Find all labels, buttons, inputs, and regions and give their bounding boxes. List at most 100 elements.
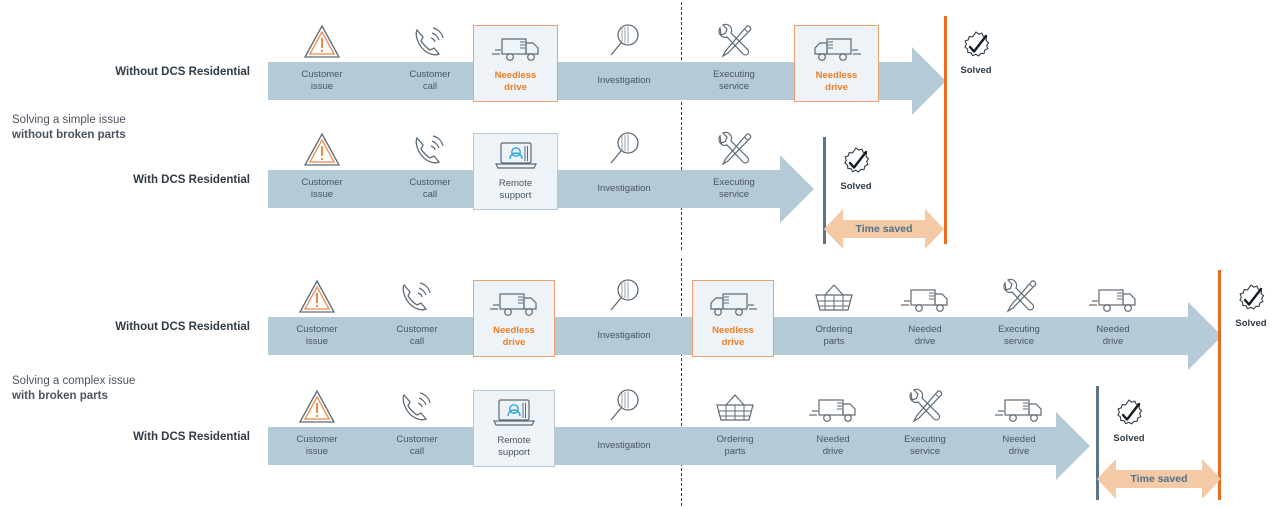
row-label-with-dcs-simple: With DCS Residential bbox=[133, 174, 250, 186]
step-customer-call[interactable]: Customer call bbox=[368, 392, 466, 465]
step-customer-issue[interactable]: Customer issue bbox=[268, 24, 376, 100]
group-caption-simple: Solving a simple issue without broken pa… bbox=[12, 113, 162, 143]
end-line-orange-row1 bbox=[944, 16, 947, 244]
group-caption-line1: Solving a complex issue bbox=[12, 375, 136, 387]
wrench-screwdriver-icon bbox=[972, 269, 1066, 315]
end-line-slate-row4 bbox=[1096, 386, 1099, 500]
time-saved-indicator-row4: Time saved bbox=[1097, 459, 1221, 499]
laptop-remote-support-icon bbox=[474, 138, 557, 172]
step-investigation[interactable]: Investigation bbox=[570, 24, 678, 100]
step-label: Executing service bbox=[998, 324, 1040, 347]
magnifier-icon bbox=[570, 379, 678, 425]
truck-left-icon bbox=[474, 30, 557, 64]
solved-marker-row1: Solved bbox=[946, 30, 1006, 76]
step-label: Customer issue bbox=[296, 434, 338, 457]
group-caption-line2: without broken parts bbox=[12, 129, 126, 141]
step-customer-call[interactable]: Customer call bbox=[376, 135, 484, 208]
step-needless-drive-1[interactable]: Needless drive bbox=[473, 25, 558, 102]
solved-marker-row2: Solved bbox=[826, 146, 886, 192]
step-customer-issue[interactable]: Customer issue bbox=[268, 132, 376, 208]
truck-left-icon bbox=[974, 379, 1064, 425]
step-needed-drive-1[interactable]: Needed drive bbox=[788, 399, 878, 465]
step-remote-support-1[interactable]: Remote support bbox=[473, 133, 558, 210]
step-label: Needless drive bbox=[712, 325, 754, 348]
step-investigation[interactable]: Investigation bbox=[570, 132, 678, 208]
step-label: Executing service bbox=[713, 177, 755, 200]
time-saved-arrow-left-icon bbox=[1097, 459, 1116, 499]
step-needed-drive-2[interactable]: Needed drive bbox=[1068, 289, 1158, 355]
row-label-without-dcs-complex: Without DCS Residential bbox=[115, 321, 250, 333]
step-customer-issue[interactable]: Customer issue bbox=[268, 279, 366, 355]
group-caption-complex: Solving a complex issue with broken part… bbox=[12, 374, 162, 404]
step-label: Needed drive bbox=[816, 434, 850, 457]
step-customer-issue[interactable]: Customer issue bbox=[268, 389, 366, 465]
step-executing-service[interactable]: Executing service bbox=[684, 131, 784, 208]
magnifier-icon bbox=[570, 14, 678, 60]
step-executing-service[interactable]: Executing service bbox=[878, 388, 972, 465]
step-label: Needed drive bbox=[908, 324, 942, 347]
step-label: Customer call bbox=[409, 177, 451, 200]
step-needless-drive-2[interactable]: Needless drive bbox=[692, 280, 774, 357]
group-caption-line2: with broken parts bbox=[12, 390, 108, 402]
time-saved-indicator-row2: Time saved bbox=[824, 209, 944, 249]
step-needless-drive-2[interactable]: Needless drive bbox=[794, 25, 879, 102]
solved-marker-row4: Solved bbox=[1099, 398, 1159, 444]
warning-triangle-icon bbox=[268, 379, 366, 425]
time-saved-arrow-left-icon bbox=[824, 209, 843, 249]
solved-label: Solved bbox=[960, 65, 992, 76]
step-label: Needed drive bbox=[1096, 324, 1130, 347]
step-ordering-parts[interactable]: Ordering parts bbox=[786, 284, 882, 355]
step-label: Customer issue bbox=[296, 324, 338, 347]
step-label: Remote support bbox=[498, 178, 533, 201]
end-line-orange-row3 bbox=[1218, 270, 1221, 500]
time-saved-arrow-right-icon bbox=[1202, 459, 1221, 499]
step-needed-drive-2[interactable]: Needed drive bbox=[974, 399, 1064, 465]
time-saved-label: Time saved bbox=[824, 223, 944, 235]
truck-left-icon bbox=[880, 269, 970, 315]
step-customer-call[interactable]: Customer call bbox=[368, 282, 466, 355]
warning-triangle-icon bbox=[268, 269, 366, 315]
solved-label: Solved bbox=[840, 181, 872, 192]
step-executing-service[interactable]: Executing service bbox=[972, 278, 1066, 355]
step-investigation[interactable]: Investigation bbox=[570, 279, 678, 355]
step-ordering-parts[interactable]: Ordering parts bbox=[688, 394, 782, 465]
phase-divider-dashed-bottom bbox=[681, 258, 682, 506]
process-bar-arrowhead-row1 bbox=[912, 47, 946, 115]
basket-icon bbox=[786, 269, 882, 315]
step-investigation[interactable]: Investigation bbox=[570, 389, 678, 465]
step-needed-drive-1[interactable]: Needed drive bbox=[880, 289, 970, 355]
row-label-with-dcs-complex: With DCS Residential bbox=[133, 431, 250, 443]
step-label: Executing service bbox=[713, 69, 755, 92]
phase-divider-dashed-top bbox=[681, 2, 682, 250]
step-remote-support-2[interactable]: Remote support bbox=[473, 390, 555, 467]
warning-triangle-icon bbox=[268, 14, 376, 60]
step-needless-drive-1[interactable]: Needless drive bbox=[473, 280, 555, 357]
step-label: Investigation bbox=[597, 75, 651, 86]
step-label: Customer call bbox=[396, 434, 438, 457]
step-customer-call[interactable]: Customer call bbox=[376, 27, 484, 100]
end-line-slate-row2 bbox=[823, 137, 826, 244]
phone-ringing-icon bbox=[368, 269, 466, 315]
solved-gear-check-icon bbox=[964, 31, 990, 57]
solved-label: Solved bbox=[1235, 318, 1267, 329]
phone-ringing-icon bbox=[376, 14, 484, 60]
truck-left-icon bbox=[788, 379, 878, 425]
step-label: Executing service bbox=[904, 434, 946, 457]
magnifier-icon bbox=[570, 122, 678, 168]
solved-marker-row3: Solved bbox=[1221, 283, 1280, 329]
step-executing-service[interactable]: Executing service bbox=[684, 23, 784, 100]
group-caption-line1: Solving a simple issue bbox=[12, 114, 126, 126]
step-label: Investigation bbox=[597, 440, 651, 451]
solved-gear-check-icon bbox=[1239, 284, 1265, 310]
process-bar-row4 bbox=[268, 427, 1056, 465]
truck-left-icon bbox=[474, 285, 554, 319]
step-label: Customer call bbox=[409, 69, 451, 92]
time-saved-arrow-right-icon bbox=[925, 209, 944, 249]
wrench-screwdriver-icon bbox=[684, 14, 784, 60]
warning-triangle-icon bbox=[268, 122, 376, 168]
step-label: Customer issue bbox=[301, 69, 343, 92]
step-label: Customer issue bbox=[301, 177, 343, 200]
magnifier-icon bbox=[570, 269, 678, 315]
process-bar-arrowhead-row3 bbox=[1188, 302, 1222, 370]
